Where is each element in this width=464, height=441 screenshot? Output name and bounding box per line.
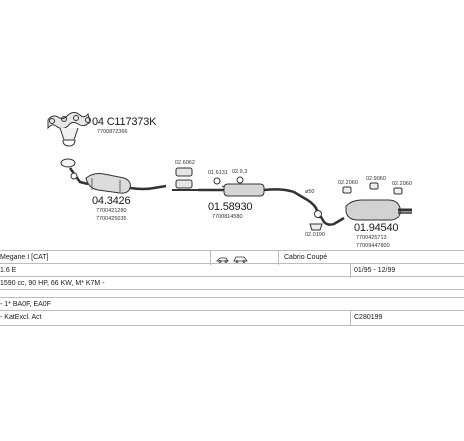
info-row-spec: 1590 cc, 90 HP, 66 KW, M* K7M - [0, 276, 464, 291]
manifold-part-number: 04 C117373K [92, 116, 157, 128]
middle-silencer-shape [198, 183, 322, 219]
clamp-left-shape [172, 167, 198, 191]
rear-silencer-sub-number-2: 77009447800 [356, 243, 390, 249]
rear-silencer-sub-number-1: 7700425713 [356, 235, 387, 241]
engine-spec: 1590 cc, 90 HP, 66 KW, M* K7M - [0, 280, 105, 287]
rear-hangers-shape [342, 182, 403, 195]
rear-pipe-shape [309, 210, 345, 231]
vehicle-info-table: Megane I [CAT] Cabrio Coupé 1.6 E 01/95 … [0, 250, 464, 330]
catalyst-sub-number-2: 7700425035 [96, 216, 127, 222]
info-row-engine: 1.6 E 01/95 - 12/99 [0, 263, 464, 278]
kat-note: - KatExcl. Act [0, 314, 42, 321]
rear-silencer-shape [345, 199, 412, 221]
model-name: Megane I [CAT] [0, 254, 49, 261]
rear-hanger-3-part-number: 02.2060 [392, 181, 412, 187]
info-row-empty [0, 289, 464, 298]
exhaust-manifold-shape [47, 112, 91, 147]
production-years: 01/95 - 12/99 [354, 267, 396, 274]
manifold-sub-number: 7700872366 [97, 129, 128, 135]
exhaust-drawing [47, 112, 412, 231]
pipe-diameter-label: ø50 [305, 189, 315, 195]
catalog-number: C280199 [354, 314, 383, 321]
engine-code: - 1* BA0F, EA0F [0, 301, 51, 308]
gasket-shape [60, 158, 76, 168]
catalytic-converter-shape [68, 167, 167, 194]
info-row-code: - 1* BA0F, EA0F [0, 297, 464, 312]
middle-silencer-sub-number: 7700814580 [212, 214, 243, 220]
bracket-bottom-part-number: 02.0190 [305, 232, 325, 238]
exhaust-diagram: 04 C117373K 7700872366 04.3426 770042128… [47, 112, 412, 249]
clamp-mid2-part-number: 02.9.3 [232, 169, 248, 175]
body-type: Cabrio Coupé [284, 254, 328, 261]
clamp-mid1-part-number: 01.6131 [208, 170, 228, 176]
vehicle-icons [216, 256, 248, 263]
catalyst-part-number: 04.3426 [92, 195, 131, 207]
info-row-model: Megane I [CAT] Cabrio Coupé [0, 250, 464, 265]
clamp-left-part-number: 02.6062 [175, 160, 195, 166]
middle-silencer-part-number: 01.58930 [208, 201, 253, 213]
catalyst-sub-number-1: 7700421280 [96, 208, 127, 214]
rear-hanger-2-part-number: 02.9060 [366, 176, 386, 182]
rear-hanger-1-part-number: 02.2060 [338, 180, 358, 186]
engine-size: 1.6 E [0, 267, 17, 274]
rear-silencer-part-number: 01.94540 [354, 222, 399, 234]
info-row-kat: - KatExcl. Act C280199 [0, 310, 464, 326]
